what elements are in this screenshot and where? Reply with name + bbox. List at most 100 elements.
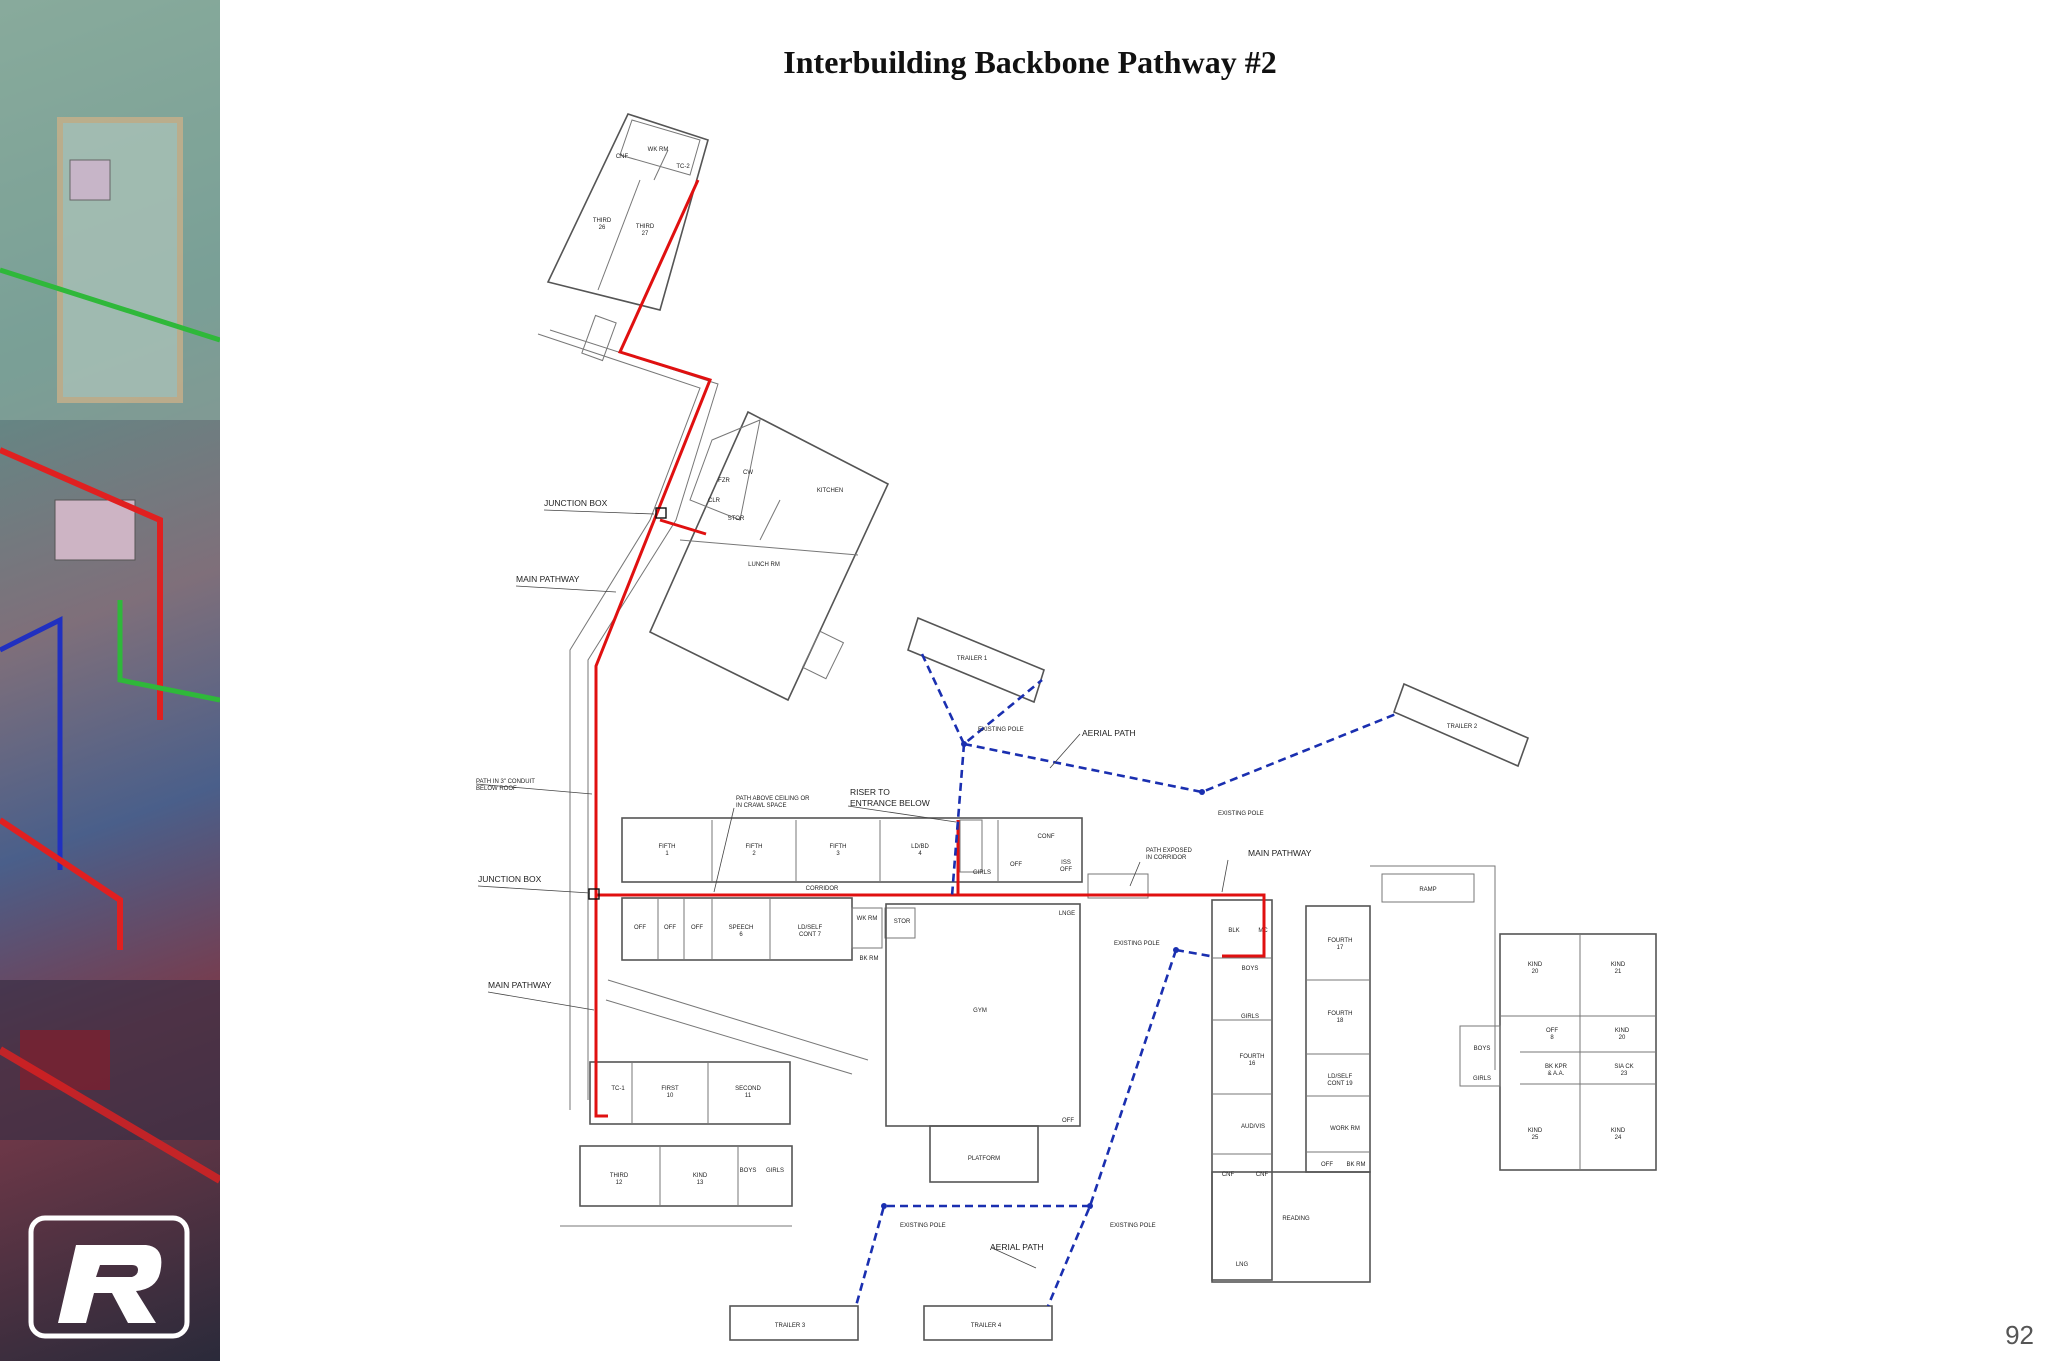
first-grade-rooms <box>589 1061 791 1125</box>
trailers: TRAILER 1 TRAILER 2 TRAILER 3 TRAILER 4 <box>729 616 1530 1341</box>
room-label: FIFTH <box>659 844 676 850</box>
room-label: FIFTH <box>830 844 847 850</box>
room-label: 20 <box>1532 969 1539 975</box>
north-wing: CNF WK RM TC-2 THIRD 26 THIRD 27 <box>546 113 709 362</box>
room-label: WK RM <box>857 916 878 922</box>
trailer-2 <box>1392 682 1530 768</box>
walkway-outline <box>549 329 719 1100</box>
room-label: 21 <box>1615 969 1622 975</box>
room-label: CNF <box>1256 1172 1269 1178</box>
room-label: THIRD <box>593 218 612 224</box>
room-label: FIFTH <box>746 844 763 850</box>
room-label: OFF <box>1060 867 1072 873</box>
room-label: 3 <box>836 851 840 857</box>
backbone-pathway <box>588 179 1266 1118</box>
annotation-path-exposed: IN CORRIDOR <box>1146 855 1187 861</box>
leader-line <box>543 509 655 515</box>
room-label: BOYS <box>740 1168 757 1174</box>
corridor-stairs <box>1087 873 1149 899</box>
platform-outline <box>929 1125 1039 1183</box>
walkway-outline <box>537 333 701 1110</box>
room-label: 17 <box>1337 945 1344 951</box>
page-number: 92 <box>2005 1320 2034 1350</box>
north-wing-rooms <box>619 119 701 176</box>
annotation-existing-pole: EXISTING POLE <box>1110 1223 1156 1229</box>
room-label: GYM <box>973 1008 987 1014</box>
east-link <box>1370 865 1496 1070</box>
room-label: STOR <box>894 919 911 925</box>
room-label: THIRD <box>610 1173 629 1179</box>
annotation-path-above: IN CRAWL SPACE <box>736 803 786 809</box>
cafeteria-building: FZR CW CLR STOR KITCHEN LUNCH RM <box>648 410 890 702</box>
reading-room <box>1211 1171 1371 1283</box>
ramp-line <box>607 979 869 1061</box>
trailer-label: TRAILER 3 <box>775 1323 806 1329</box>
room-label: SIA CK <box>1614 1064 1633 1070</box>
room-label: FIRST <box>661 1086 679 1092</box>
room-label: WK RM <box>648 147 669 153</box>
leader-line <box>1049 733 1081 769</box>
restroom-box <box>1459 1025 1501 1087</box>
room-label: GIRLS <box>1241 1014 1259 1020</box>
backbone-path-north <box>594 179 712 1118</box>
room-label: CONF <box>1038 834 1055 840</box>
room-label: OFF <box>1062 1118 1074 1124</box>
room-label: ISS <box>1061 860 1071 866</box>
leader-line <box>477 885 591 894</box>
aerial-path-south <box>854 948 1211 1307</box>
room-label: RAMP <box>1419 887 1436 893</box>
network-illustration <box>0 0 220 1184</box>
north-wing-outline <box>546 113 709 311</box>
room-label: BK RM <box>1346 1162 1365 1168</box>
kitchen-service-rooms <box>689 419 761 521</box>
pole-icon <box>961 741 967 747</box>
room-label: TC-1 <box>611 1086 625 1092</box>
main-wing-north-rooms <box>621 817 1083 883</box>
room-label: 26 <box>599 225 606 231</box>
main-wing: FIFTH 1 FIFTH 2 FIFTH 3 LD/BD 4 GIRLS CO… <box>560 817 1149 1227</box>
room-label: OFF <box>691 925 703 931</box>
leader-line <box>991 1247 1037 1269</box>
room-label: FOURTH <box>1328 1011 1353 1017</box>
room-label: LNGE <box>1059 911 1075 917</box>
room-label: OFF <box>1321 1162 1333 1168</box>
cafeteria-stairs <box>801 630 845 680</box>
annotation-conduit: PATH IN 3" CONDUIT <box>476 779 535 785</box>
junction-box-icon <box>588 888 600 900</box>
stor-box <box>884 907 916 939</box>
room-label: LD/SELF <box>1328 1074 1353 1080</box>
kind-rooms <box>579 1145 793 1207</box>
pole-icon <box>1087 1203 1093 1209</box>
room-label: BOYS <box>1474 1046 1491 1052</box>
room-label: KIND <box>1611 1128 1626 1134</box>
trailer-3 <box>729 1305 859 1341</box>
room-label: READING <box>1282 1216 1310 1222</box>
room-label: KIND <box>1611 962 1626 968</box>
room-label: FOURTH <box>1240 1054 1265 1060</box>
leader-line <box>713 807 735 893</box>
annotation-junction-box: JUNCTION BOX <box>544 498 608 508</box>
pole-icon <box>1173 947 1179 953</box>
annotation-main-pathway: MAIN PATHWAY <box>1248 848 1312 858</box>
room-label: 13 <box>697 1180 704 1186</box>
leader-line <box>515 585 617 593</box>
annotation-main-pathway: MAIN PATHWAY <box>488 980 552 990</box>
room-label: CW <box>743 470 753 476</box>
east-wing: BLK MC BOYS GIRLS FOURTH 16 AUD/VIS CNF … <box>1211 865 1496 1283</box>
annotation-conduit: BELOW ROOF <box>476 786 517 792</box>
room-label: LUNCH RM <box>748 562 780 568</box>
room-label: BK RM <box>859 956 878 962</box>
room-label: SECOND <box>735 1086 761 1092</box>
room-label: OFF <box>1546 1028 1558 1034</box>
riser-stairs <box>959 819 983 873</box>
room-label: LNG <box>1236 1262 1249 1268</box>
room-label: 2 <box>752 851 756 857</box>
corridor-label: CORRIDOR <box>806 886 839 892</box>
annotation-aerial-path: AERIAL PATH <box>1082 728 1136 738</box>
wk-rm-box <box>851 907 883 949</box>
annotation-riser: RISER TO <box>850 787 890 797</box>
room-label: BOYS <box>1242 966 1259 972</box>
leader-line <box>1221 859 1229 893</box>
room-label: LD/BD <box>911 844 929 850</box>
kitchen-wall <box>679 539 859 556</box>
